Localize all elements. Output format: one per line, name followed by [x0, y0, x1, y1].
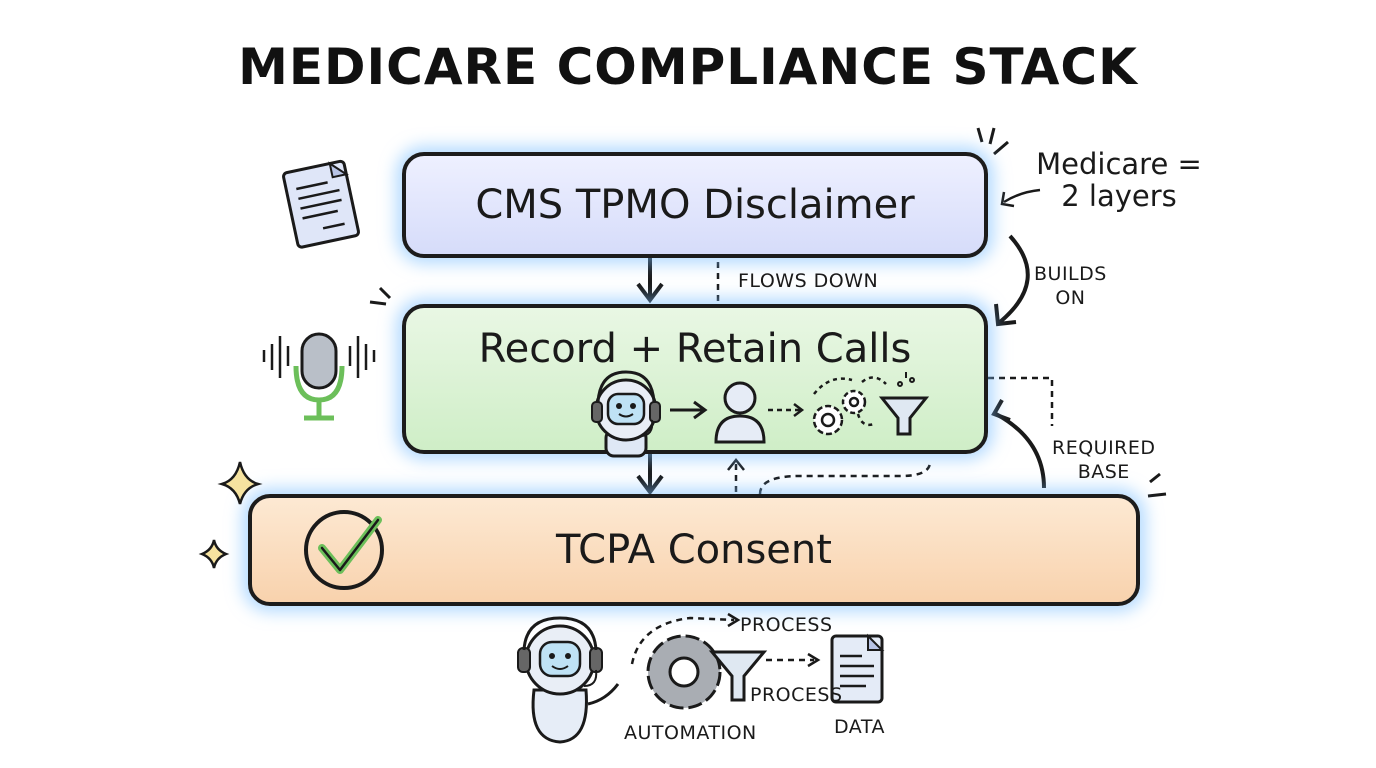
- arrow-to-person: [670, 400, 708, 420]
- layer-top-label: CMS TPMO Disclaimer: [475, 182, 915, 228]
- layer-bottom-label: TCPA Consent: [556, 527, 832, 573]
- layer-tcpa: TCPA Consent: [248, 494, 1140, 606]
- sparkle-icon: [198, 461, 263, 569]
- layer-record-retain: Record + Retain Calls: [402, 304, 988, 454]
- automation-gear-icon: [646, 634, 722, 710]
- page-title: MEDICARE COMPLIANCE STACK: [238, 38, 1138, 96]
- layer-middle-label: Record + Retain Calls: [478, 326, 912, 372]
- dashed-up-arrow: [727, 457, 932, 495]
- robot-icon-middle: [591, 370, 661, 458]
- automation-label: AUTOMATION: [624, 722, 757, 744]
- medicare-note-line2: 2 layers: [1061, 179, 1177, 213]
- robot-icon-bottom: [517, 616, 620, 744]
- gears-icon: [812, 389, 867, 436]
- data-document-icon: [830, 633, 885, 704]
- builds-on-arrow: [994, 234, 1030, 327]
- required-base-label: REQUIRED BASE: [1052, 436, 1156, 484]
- arrow-middle-to-bottom: [636, 454, 664, 496]
- person-icon: [714, 381, 766, 444]
- emphasis-ticks: [369, 127, 1167, 498]
- medicare-note: Medicare = 2 layers: [1036, 148, 1202, 212]
- builds-on-line1: BUILDS: [1034, 263, 1107, 285]
- process-label-mid: PROCESS: [750, 684, 843, 706]
- required-base-line2: BASE: [1077, 461, 1130, 483]
- checkmark-icon: [304, 510, 384, 590]
- data-label: DATA: [834, 716, 885, 738]
- automation-funnel-icon: [708, 650, 768, 702]
- layer-cms-tpmo: CMS TPMO Disclaimer: [402, 152, 988, 258]
- builds-on-line2: ON: [1055, 287, 1086, 309]
- medicare-note-line1: Medicare =: [1036, 147, 1202, 181]
- process-label-top: PROCESS: [740, 614, 833, 636]
- required-base-arrow: [991, 399, 1046, 489]
- flows-down-label: FLOWS DOWN: [738, 270, 879, 292]
- funnel-icon: [878, 372, 930, 436]
- arrow-to-gears: [768, 376, 887, 427]
- microphone-icon: [262, 332, 376, 421]
- note-arrow: [1000, 188, 1041, 208]
- document-icon: [282, 159, 361, 249]
- arrow-top-to-middle: [636, 258, 664, 304]
- process-arrows: [630, 612, 821, 668]
- builds-on-label: BUILDS ON: [1034, 262, 1107, 310]
- required-base-line1: REQUIRED: [1052, 437, 1156, 459]
